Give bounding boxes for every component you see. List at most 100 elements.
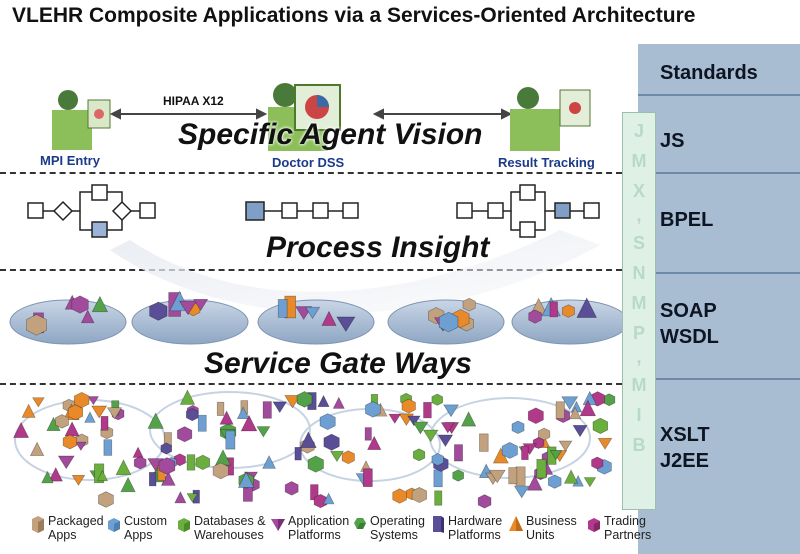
arrow-head-icon (109, 108, 121, 120)
resource-shape (133, 456, 147, 470)
management-char: N (632, 263, 646, 283)
standards-divider (638, 172, 800, 174)
resource-shape (549, 301, 558, 318)
resource-shape (98, 491, 114, 508)
resource-shape (392, 488, 407, 504)
resource-shape (332, 396, 345, 409)
arrow-head-icon (501, 108, 513, 120)
resource-shape (364, 427, 372, 441)
layer-divider (0, 172, 622, 174)
resource-shape (521, 445, 529, 460)
standard-xslt: XSLT (660, 424, 710, 446)
standard-js: JS (660, 130, 685, 152)
process-flow-right (456, 184, 600, 238)
resource-shape (443, 404, 459, 418)
resource-shape (562, 304, 575, 318)
resource-shape (91, 295, 109, 313)
management-char: P (632, 323, 645, 343)
resource-shape (583, 477, 597, 488)
resource-shape (158, 457, 176, 475)
resource-shape (106, 407, 123, 420)
operating-systems-icon (354, 518, 366, 529)
management-char: M (631, 151, 647, 171)
resource-shape (555, 401, 565, 419)
resource-shape (547, 474, 562, 489)
legend-label: Custom (124, 514, 168, 528)
resource-shape (329, 450, 344, 463)
resource-shape (321, 310, 337, 326)
resource-shape (100, 415, 109, 431)
standard-bpel: BPEL (660, 209, 714, 231)
resource-shape (55, 414, 69, 429)
application-platforms-icon (271, 519, 285, 531)
resource-shape (508, 467, 518, 485)
resource-shape (41, 470, 54, 484)
resource-shape (120, 476, 136, 493)
legend-label: Systems (370, 528, 418, 542)
resource-shape (549, 450, 563, 461)
resource-shape (576, 297, 598, 318)
resource-shape (75, 441, 87, 452)
resource-shape (434, 490, 443, 506)
legend-label: Apps (124, 528, 153, 542)
resource-shape (563, 469, 579, 484)
resource-shape (80, 309, 95, 324)
resource-shape (149, 301, 168, 321)
resource-shape (186, 493, 199, 503)
standard-wsdl: WSDL (660, 326, 719, 348)
resource-shape (84, 411, 96, 423)
resource-shape (431, 393, 443, 406)
resource-shape (401, 398, 416, 414)
resource-shape (460, 411, 477, 427)
agent-label-result-tracking: Result Tracking (498, 155, 595, 170)
management-char: I (636, 405, 642, 425)
legend-label: Trading (604, 514, 646, 528)
resource-shape (115, 459, 132, 476)
resource-shape (103, 439, 113, 456)
resource-shape (431, 453, 444, 467)
resource-shape (256, 426, 271, 438)
standards-heading: Standards (660, 62, 758, 84)
legend-label: Platforms (288, 528, 341, 542)
resource-shape (67, 404, 84, 421)
layer-title-service-gateways: Service Gate Ways (204, 347, 472, 380)
resource-shape (365, 401, 381, 418)
resource-shape (296, 391, 313, 408)
management-char: S (632, 233, 645, 253)
custom-apps-icon (108, 518, 120, 532)
resource-shape (132, 446, 144, 458)
resource-shape (21, 403, 36, 418)
gateway-disc (257, 299, 375, 345)
resource-shape (323, 433, 340, 451)
resource-shape (477, 494, 492, 509)
resource-shape (528, 309, 542, 324)
management-char: M (631, 375, 647, 395)
resource-shape (262, 454, 276, 469)
trading-partners-icon (588, 518, 600, 532)
resource-shape (294, 447, 302, 461)
resource-shape (433, 469, 443, 488)
resource-shape (603, 393, 616, 407)
resource-shape (536, 459, 547, 479)
resource-shape (336, 316, 356, 333)
resource-shape (411, 486, 427, 504)
layer-divider (0, 383, 622, 385)
resource-shape (513, 485, 530, 499)
resource-shape (572, 425, 588, 438)
legend-label: Hardware (448, 514, 503, 528)
resource-shape (237, 471, 255, 488)
resource-shape (307, 455, 324, 473)
resource-shape (262, 401, 272, 419)
standards-divider (638, 272, 800, 274)
resource-shape (284, 481, 299, 496)
management-char: X (632, 181, 645, 201)
resource-shape (173, 453, 186, 467)
management-char: , (636, 347, 642, 367)
resource-shape (236, 406, 250, 419)
resource-shape (179, 389, 196, 405)
layer-title-agent-vision: Specific Agent Vision (178, 118, 483, 151)
process-flow-left (27, 184, 156, 238)
resource-shape (195, 454, 211, 470)
standard-j2ee: J2EE (660, 450, 709, 472)
